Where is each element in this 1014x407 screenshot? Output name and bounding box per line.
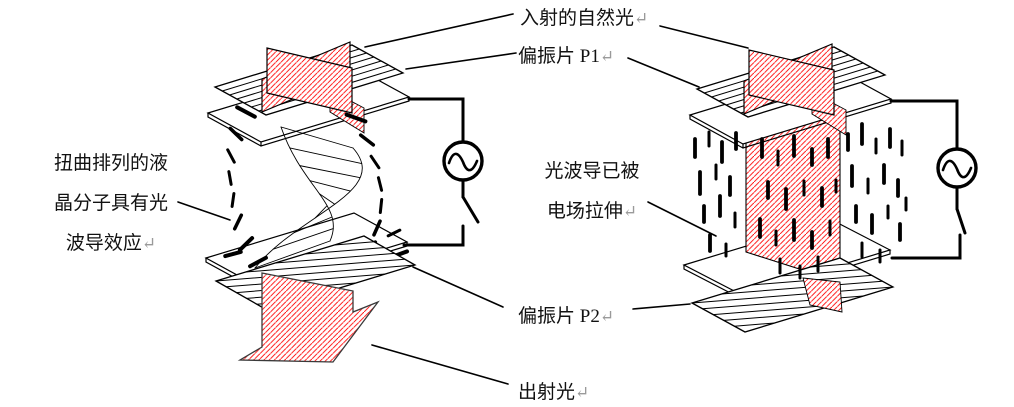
incident-light-cross-left xyxy=(261,41,353,114)
leader-p2-left xyxy=(412,266,504,308)
return-mark-icon: ↵ xyxy=(599,47,615,66)
incident-light-cross-right xyxy=(743,43,835,116)
leader-stretched xyxy=(647,201,717,237)
return-mark-icon: ↵ xyxy=(575,383,590,402)
leader-incident-right xyxy=(659,25,749,49)
label-twisted-lc: 扭曲排列的液 晶分子具有光 波导效应↵ xyxy=(53,153,168,254)
switch-open-icon xyxy=(461,195,480,224)
leader-incident-left xyxy=(364,13,514,48)
leader-lines xyxy=(177,13,749,385)
exit-light-arrow xyxy=(237,272,380,363)
switch-closed-icon xyxy=(955,207,967,235)
circuit-left xyxy=(402,97,484,247)
right-cell xyxy=(682,43,978,333)
sine-wave-icon xyxy=(447,152,479,172)
label-polarizer-p2: 偏振片 P2↵ xyxy=(518,306,615,327)
blocked-light-strip xyxy=(802,277,843,313)
sine-wave-icon xyxy=(941,159,973,179)
return-mark-icon: ↵ xyxy=(599,307,615,326)
return-mark-icon: ↵ xyxy=(634,9,649,28)
circuit-wire xyxy=(889,99,959,151)
return-mark-icon: ↵ xyxy=(141,234,157,253)
leader-p1-right xyxy=(627,57,700,88)
twisted-waveguide-ribbon xyxy=(254,126,363,269)
leader-p1-left xyxy=(405,52,517,70)
circuit-wire xyxy=(407,97,465,144)
return-mark-icon: ↵ xyxy=(622,202,638,221)
leader-twisted-lc xyxy=(177,201,231,221)
label-incident-light: 入射的自然光↵ xyxy=(520,8,649,29)
circuit-right xyxy=(889,99,978,260)
lc-molecule-dashes-aligned xyxy=(693,122,908,280)
leader-exit-light xyxy=(371,344,509,385)
leader-p2-right xyxy=(632,303,691,310)
left-cell xyxy=(204,41,484,363)
label-polarizer-p1: 偏振片 P1↵ xyxy=(518,46,615,67)
label-stretched-waveguide: 光波导已被 电场拉伸↵ xyxy=(544,161,640,222)
label-exit-light: 出射光↵ xyxy=(518,382,590,403)
